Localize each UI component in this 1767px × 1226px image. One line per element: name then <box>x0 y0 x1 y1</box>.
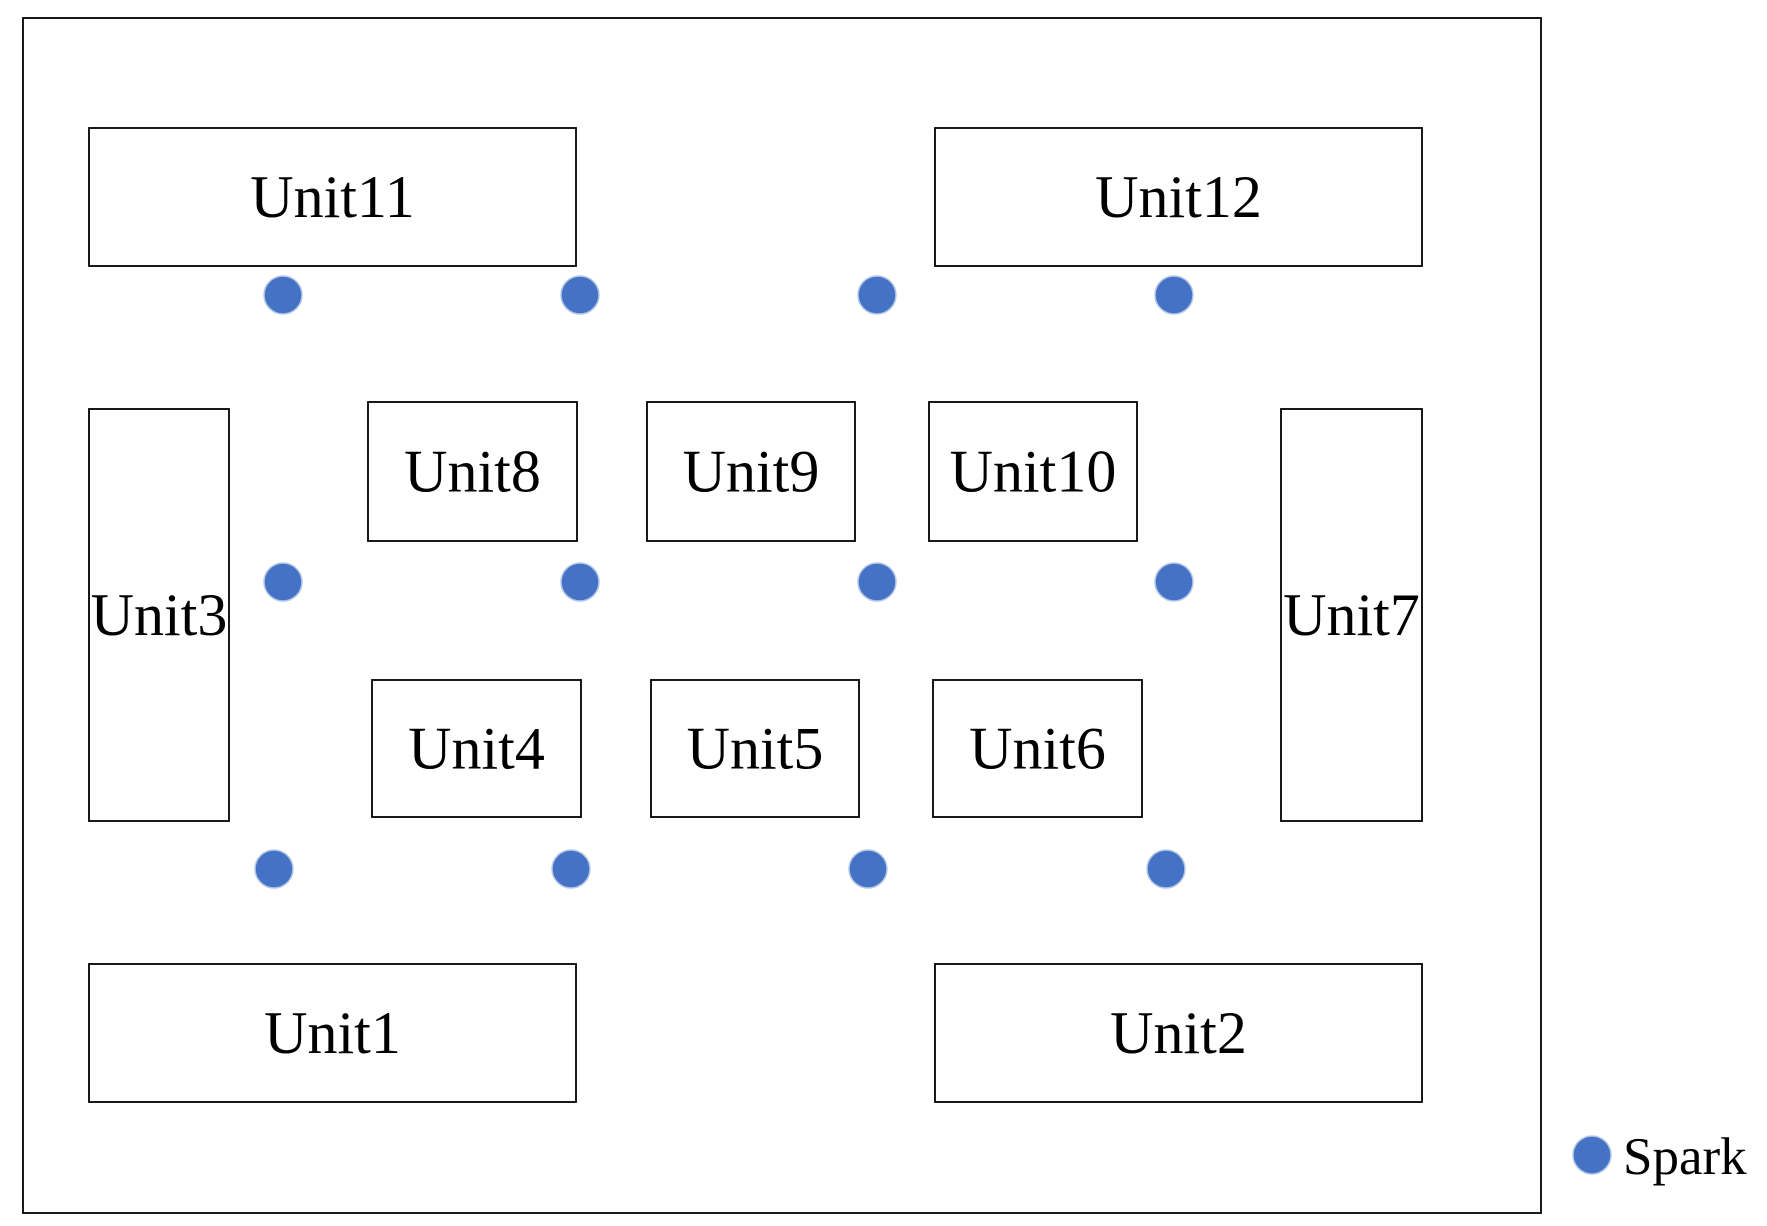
spark-points <box>254 275 1194 889</box>
unit8-label: Unit8 <box>404 439 541 505</box>
spark-marker-9 <box>254 849 294 889</box>
legend-spark-label: Spark <box>1623 1128 1747 1186</box>
unit6-label: Unit6 <box>969 716 1106 782</box>
unit3-box <box>88 408 230 822</box>
unit7-box <box>1280 408 1423 822</box>
unit11-label: Unit11 <box>250 164 414 230</box>
unit12-label: Unit12 <box>1095 164 1262 230</box>
spark-marker-5 <box>263 562 303 602</box>
spark-marker-2 <box>560 275 600 315</box>
unit-block-unit10: Unit10 <box>928 401 1138 542</box>
unit5-box <box>650 679 860 818</box>
unit-block-unit3: Unit3 <box>88 408 230 822</box>
unit-block-unit5: Unit5 <box>650 679 860 818</box>
unit-block-unit9: Unit9 <box>646 401 856 542</box>
unit4-label: Unit4 <box>408 716 545 782</box>
unit2-label: Unit2 <box>1110 1000 1247 1066</box>
unit11-box <box>88 127 577 267</box>
unit7-label: Unit7 <box>1283 582 1420 648</box>
unit-block-unit11: Unit11 <box>88 127 577 267</box>
unit-block-unit4: Unit4 <box>371 679 582 818</box>
unit12-box <box>934 127 1423 267</box>
unit-block-unit12: Unit12 <box>934 127 1423 267</box>
spark-marker-7 <box>857 562 897 602</box>
unit6-box <box>932 679 1143 818</box>
spark-marker-11 <box>848 849 888 889</box>
spark-marker-8 <box>1154 562 1194 602</box>
unit3-label: Unit3 <box>91 582 228 648</box>
unit9-box <box>646 401 856 542</box>
spark-marker-3 <box>857 275 897 315</box>
unit-block-unit6: Unit6 <box>932 679 1143 818</box>
spark-marker-4 <box>1154 275 1194 315</box>
unit1-box <box>88 963 577 1103</box>
spark-marker-1 <box>263 275 303 315</box>
unit-block-unit8: Unit8 <box>367 401 578 542</box>
unit10-label: Unit10 <box>950 439 1117 505</box>
legend: Spark <box>1572 1128 1747 1186</box>
spark-marker-12 <box>1146 849 1186 889</box>
unit9-label: Unit9 <box>683 439 820 505</box>
unit5-label: Unit5 <box>687 716 824 782</box>
unit4-box <box>371 679 582 818</box>
unit10-box <box>928 401 1138 542</box>
unit-block-unit7: Unit7 <box>1280 408 1423 822</box>
unit-block-unit1: Unit1 <box>88 963 577 1103</box>
unit2-box <box>934 963 1423 1103</box>
unit8-box <box>367 401 578 542</box>
site-boundary <box>22 17 1542 1214</box>
spark-marker-6 <box>560 562 600 602</box>
unit-block-unit2: Unit2 <box>934 963 1423 1103</box>
legend-spark-marker <box>1572 1135 1612 1175</box>
unit1-label: Unit1 <box>264 1000 401 1066</box>
spark-marker-10 <box>551 849 591 889</box>
